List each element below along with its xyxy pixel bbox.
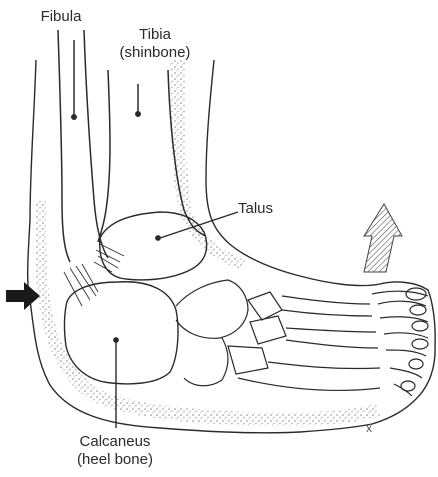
talus-label: Talus bbox=[238, 200, 298, 218]
corner-mark: x bbox=[366, 421, 372, 435]
calcaneus-label: Calcaneus (heel bone) bbox=[52, 433, 178, 469]
tibia-label-line2: (shinbone) bbox=[92, 44, 218, 62]
solid-right-pointing-arrow-icon bbox=[6, 282, 40, 310]
ankle-ligaments bbox=[64, 244, 124, 306]
soft-tissue-heel bbox=[36, 200, 380, 427]
calcaneus-label-line2: (heel bone) bbox=[52, 451, 178, 469]
talus-label-text: Talus bbox=[238, 200, 273, 217]
tarsal-bones bbox=[176, 280, 286, 386]
fibula-label: Fibula bbox=[30, 8, 92, 26]
fibula-bone bbox=[58, 30, 108, 262]
tibia-label-line1: Tibia bbox=[92, 26, 218, 44]
tibia-label: Tibia (shinbone) bbox=[92, 26, 218, 62]
hatched-up-arrow-icon bbox=[364, 204, 402, 272]
calcaneus-label-line1: Calcaneus bbox=[52, 433, 178, 451]
toe-bones bbox=[372, 288, 428, 396]
fibula-label-text: Fibula bbox=[41, 8, 82, 25]
soft-tissue-front bbox=[169, 60, 248, 270]
